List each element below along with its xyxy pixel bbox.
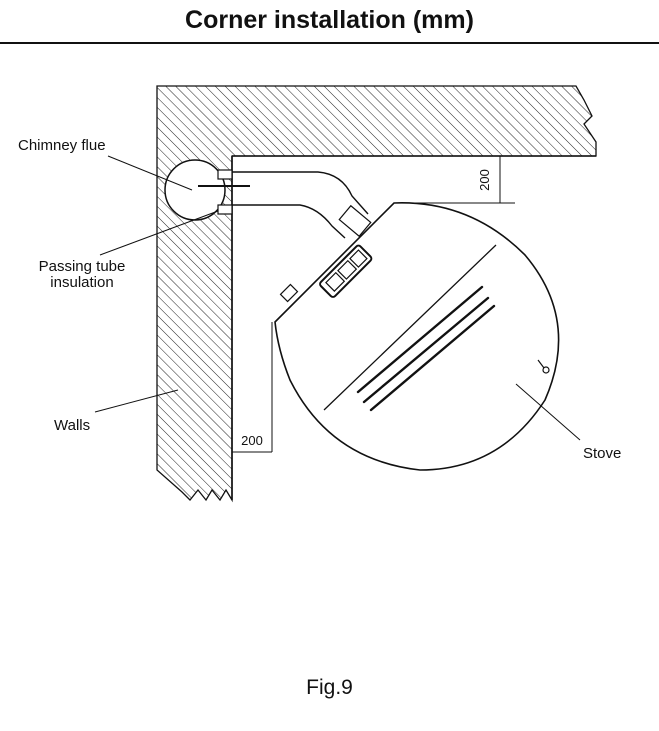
leader-walls bbox=[94, 389, 179, 413]
leader-chimney-flue bbox=[107, 155, 193, 191]
insulation-block-top bbox=[217, 169, 233, 180]
label-walls: Walls bbox=[54, 417, 90, 434]
label-passing-tube-2: insulation bbox=[50, 274, 113, 291]
label-chimney-flue: Chimney flue bbox=[18, 137, 106, 154]
figure-caption: Fig.9 bbox=[306, 676, 353, 699]
insulation-block-bottom bbox=[217, 204, 233, 215]
chimney-flue-circle bbox=[164, 159, 226, 221]
label-stove: Stove bbox=[583, 445, 621, 462]
vent-slot-3 bbox=[369, 304, 496, 412]
label-passing-tube-1: Passing tube bbox=[39, 258, 126, 275]
dim-side-label: 200 bbox=[241, 433, 263, 448]
title-underline bbox=[0, 42, 659, 44]
flue-collar bbox=[338, 204, 372, 238]
control-panel bbox=[319, 244, 373, 298]
vent-slot-1 bbox=[356, 285, 484, 394]
leader-stove bbox=[515, 383, 581, 441]
stove-body bbox=[274, 202, 560, 471]
flue-pipe bbox=[232, 171, 369, 239]
leader-passing-tube bbox=[99, 210, 219, 256]
vent-slot-2 bbox=[362, 296, 490, 404]
page-title: Corner installation (mm) bbox=[185, 6, 474, 34]
wall-hatched bbox=[156, 85, 597, 503]
dim-top-label: 200 bbox=[477, 169, 492, 191]
